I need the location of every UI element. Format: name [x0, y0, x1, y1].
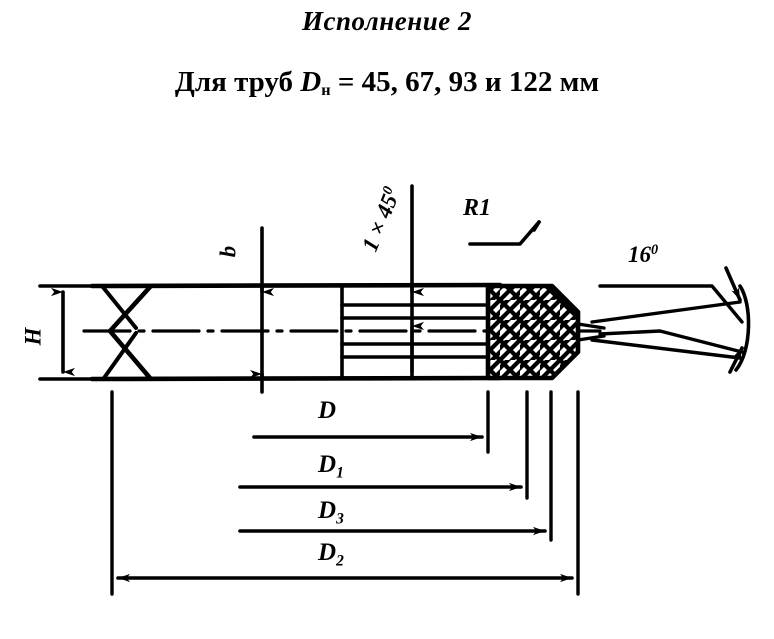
subtitle-variable-subscript: н: [321, 81, 331, 100]
subtitle-values: = 45, 67, 93 и 122 мм: [330, 66, 600, 98]
label-dimension-D3: D3: [318, 498, 344, 527]
angle-value: 16: [628, 242, 651, 267]
angle-arrows: [724, 266, 744, 374]
angle-construction: [590, 284, 744, 360]
label-width-b: b: [215, 245, 241, 258]
subtitle-prefix: Для труб: [174, 66, 301, 98]
label-height-H: H: [20, 327, 46, 346]
label-angle-16deg: 160: [628, 243, 658, 266]
dim-d1-subscript: 1: [336, 464, 344, 482]
extension-lines: [110, 390, 580, 596]
angle-degree-symbol: 0: [651, 242, 659, 259]
hex-head-chamfer-inner: [100, 284, 138, 380]
hex-head-chamfer: [107, 284, 153, 381]
subtitle-variable: D: [300, 66, 322, 98]
radius-leader: [468, 220, 541, 246]
label-dimension-D: D: [318, 397, 337, 424]
body-outline: [89, 282, 503, 382]
page-subtitle: Для труб Dн = 45, 67, 93 и 122 мм: [0, 66, 774, 100]
dim-d2-base: D: [318, 539, 337, 566]
dimension-H: [38, 284, 106, 381]
nose-stub: [576, 322, 606, 342]
label-dimension-D1: D1: [318, 452, 344, 481]
dim-d3-subscript: 3: [336, 510, 344, 528]
dim-d1-base: D: [318, 451, 337, 478]
dim-d2-subscript: 2: [336, 552, 344, 570]
angle-arc: [734, 284, 751, 372]
page-title: Исполнение 2: [302, 6, 472, 36]
label-dimension-D2: D2: [318, 540, 344, 569]
bore-lines: [340, 303, 502, 359]
hatched-section: [485, 283, 581, 381]
label-radius-R1: R1: [463, 195, 492, 221]
dim-d3-base: D: [318, 497, 337, 524]
